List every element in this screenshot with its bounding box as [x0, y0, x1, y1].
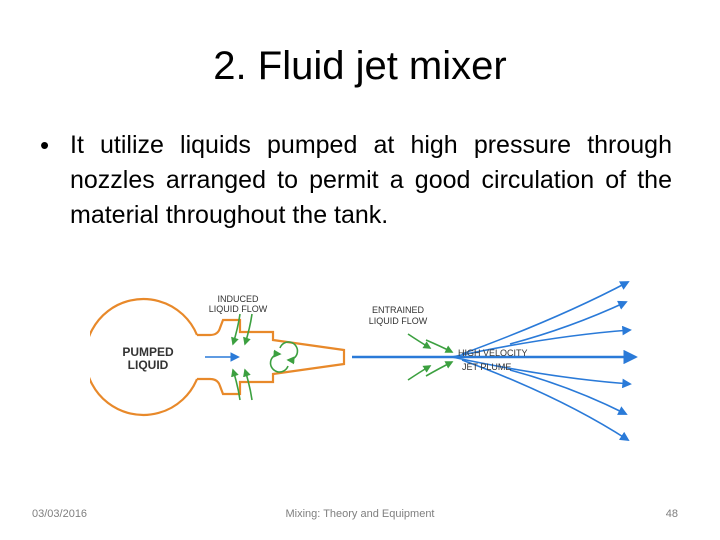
nozzle-body — [90, 297, 346, 417]
bullet-item: • It utilize liquids pumped at high pres… — [40, 128, 672, 233]
pumped-label-line2: LIQUID — [128, 358, 169, 372]
induced-flow-arrows — [231, 313, 454, 401]
velocity-label-line2: JET PLUME — [462, 362, 511, 372]
bullet-marker: • — [40, 130, 50, 160]
fluid-jet-mixer-diagram: INDUCED LIQUID FLOW ENTRAINED LIQUID FLO… — [90, 268, 650, 458]
entrained-label-line1: ENTRAINED — [372, 305, 425, 315]
bullet-list: • It utilize liquids pumped at high pres… — [40, 128, 672, 233]
slide-title: 2. Fluid jet mixer — [213, 44, 507, 88]
velocity-label-line1: HIGH VELOCITY — [458, 348, 528, 358]
induced-label-line1: INDUCED — [217, 294, 259, 304]
pumped-label-line1: PUMPED — [122, 345, 174, 359]
jet-mixer-svg: INDUCED LIQUID FLOW ENTRAINED LIQUID FLO… — [90, 281, 638, 442]
footer-title: Mixing: Theory and Equipment — [285, 508, 435, 520]
nozzle-outline — [197, 318, 346, 396]
bullet-text: It utilize liquids pumped at high pressu… — [70, 131, 672, 229]
jet-flow-arrows — [205, 281, 638, 442]
footer-page-number: 48 — [665, 508, 678, 520]
footer-date: 03/03/2016 — [32, 508, 88, 520]
induced-label-line2: LIQUID FLOW — [209, 304, 268, 314]
pump-chamber — [90, 297, 199, 417]
entrained-label-line2: LIQUID FLOW — [369, 316, 428, 326]
